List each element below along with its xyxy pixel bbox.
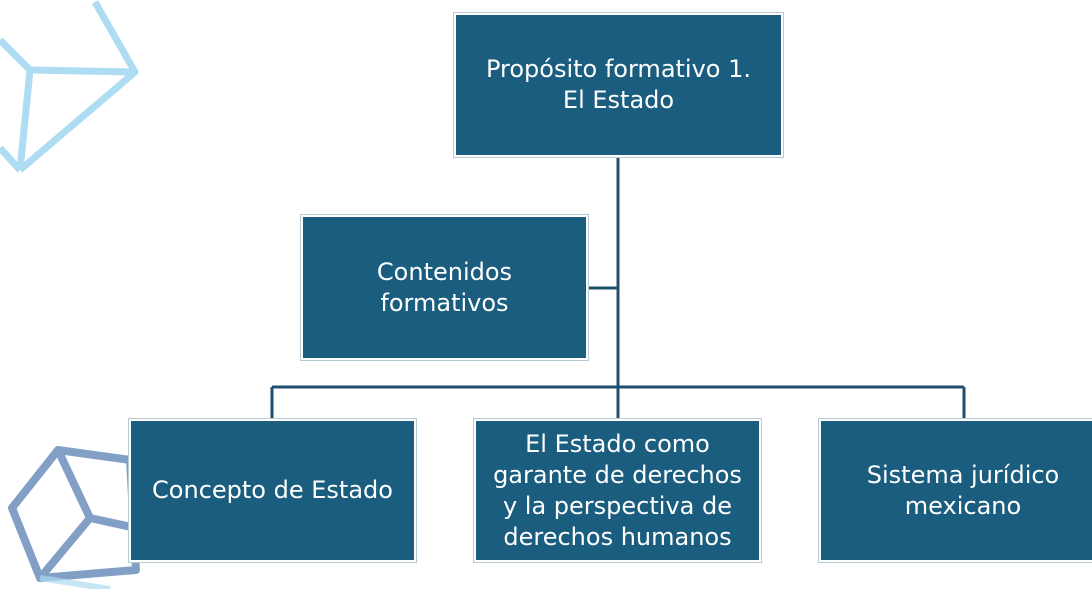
node-label: Concepto de Estado xyxy=(152,476,393,504)
node-estado-garante-derechos: El Estado como garante de derechos y la … xyxy=(474,419,761,562)
cube-outline-icon xyxy=(8,446,140,582)
node-label: Sistema jurídico mexicano xyxy=(866,460,1060,520)
node-contenidos-formativos: Contenidos formativos xyxy=(301,215,588,360)
node-label: Propósito formativo 1. El Estado xyxy=(485,55,752,114)
node-label: El Estado como garante de derechos y la … xyxy=(493,429,742,551)
node-concepto-de-estado: Concepto de Estado xyxy=(129,419,416,562)
cube-outline-icon xyxy=(39,575,111,589)
node-sistema-juridico: Sistema jurídico mexicano xyxy=(819,419,1092,562)
node-proposito-formativo: Propósito formativo 1. El Estado xyxy=(454,13,783,157)
node-label: Contenidos formativos xyxy=(376,257,513,317)
cube-outline-icon xyxy=(0,0,139,173)
